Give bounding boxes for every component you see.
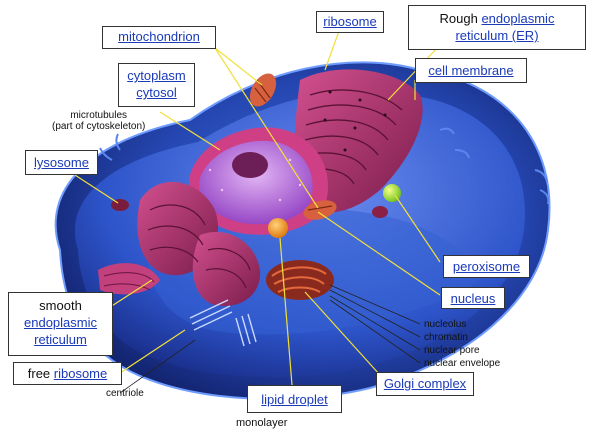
- label-smooth-er[interactable]: smooth endoplasmic reticulum: [8, 292, 113, 356]
- label-mitochondrion[interactable]: mitochondrion: [102, 26, 216, 49]
- label-cell-membrane[interactable]: cell membrane: [415, 58, 527, 83]
- label-peroxisome[interactable]: peroxisome: [443, 255, 530, 278]
- lipid-droplet-shape: [268, 218, 288, 238]
- microtubules-line1: microtubules: [70, 110, 127, 121]
- label-nuclear-envelope: nuclear envelope: [424, 358, 500, 369]
- label-cytoplasm-cytosol[interactable]: cytoplasm cytosol: [118, 63, 195, 107]
- label-free-ribosome[interactable]: free ribosome: [13, 362, 122, 385]
- link-smooth-er-2[interactable]: reticulum: [34, 332, 87, 347]
- rough-er-prefix: Rough: [440, 11, 482, 26]
- label-rough-er[interactable]: Rough endoplasmic reticulum (ER): [408, 5, 586, 50]
- label-ribosome[interactable]: ribosome: [316, 11, 384, 33]
- label-nuclear-pore: nuclear pore: [424, 345, 480, 356]
- link-rough-er-1[interactable]: endoplasmic: [481, 11, 554, 26]
- label-monolayer: monolayer: [236, 418, 287, 429]
- link-ribosome[interactable]: ribosome: [323, 14, 376, 29]
- label-microtubules: microtubules (part of cytoskeleton): [52, 110, 145, 132]
- label-lipid-droplet[interactable]: lipid droplet: [247, 385, 342, 413]
- smooth-prefix: smooth: [39, 298, 82, 313]
- link-lysosome[interactable]: lysosome: [34, 155, 89, 170]
- label-golgi-complex[interactable]: Golgi complex: [376, 372, 474, 396]
- link-mitochondrion[interactable]: mitochondrion: [118, 29, 200, 44]
- label-chromatin: chromatin: [424, 332, 468, 343]
- link-cytoplasm[interactable]: cytoplasm: [127, 68, 186, 83]
- label-nucleus[interactable]: nucleus: [441, 287, 505, 309]
- microtubules-line2: (part of cytoskeleton): [52, 121, 145, 132]
- link-lipid-droplet[interactable]: lipid droplet: [261, 392, 328, 407]
- link-cell-membrane[interactable]: cell membrane: [428, 63, 513, 78]
- link-smooth-er-1[interactable]: endoplasmic: [24, 315, 97, 330]
- label-lysosome[interactable]: lysosome: [25, 150, 98, 175]
- golgi-shape: [266, 260, 334, 300]
- free-prefix: free: [28, 366, 54, 381]
- label-centriole: centriole: [106, 388, 144, 399]
- link-rough-er-2[interactable]: reticulum (ER): [455, 28, 538, 43]
- link-golgi-complex[interactable]: Golgi complex: [384, 376, 466, 391]
- link-peroxisome[interactable]: peroxisome: [453, 259, 520, 274]
- label-nucleolus: nucleolus: [424, 319, 466, 330]
- link-nucleus[interactable]: nucleus: [451, 291, 496, 306]
- link-cytosol[interactable]: cytosol: [136, 85, 176, 100]
- link-free-ribosome[interactable]: ribosome: [54, 366, 107, 381]
